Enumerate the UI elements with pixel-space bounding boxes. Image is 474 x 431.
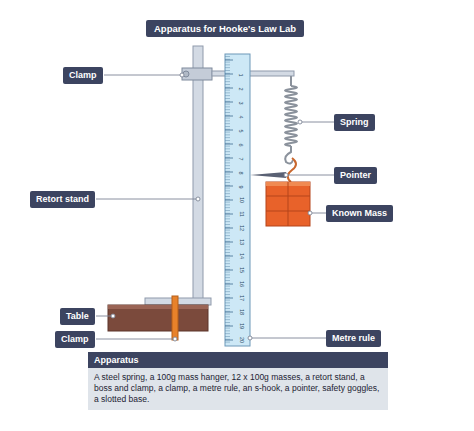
label-text: Clamp xyxy=(69,70,97,80)
scale-number: 7 xyxy=(238,157,244,160)
metre-rule xyxy=(225,54,250,346)
scale-number: 6 xyxy=(238,143,244,146)
spring xyxy=(285,76,297,164)
scale-number: 20 xyxy=(239,337,245,343)
scale-number: 12 xyxy=(239,225,245,231)
label-text: Table xyxy=(66,311,89,321)
scale-number: 19 xyxy=(239,323,245,329)
table xyxy=(108,305,208,331)
scale-number: 2 xyxy=(238,87,244,90)
panel-heading: Apparatus xyxy=(88,352,388,368)
panel-body: A steel spring, a 100g mass hanger, 12 x… xyxy=(88,368,388,410)
part-label: Spring xyxy=(334,114,375,131)
title-banner: Apparatus for Hooke's Law Lab xyxy=(146,20,304,37)
scale-number: 13 xyxy=(239,239,245,245)
part-label: Clamp xyxy=(55,331,95,348)
scale-number: 14 xyxy=(239,253,245,259)
table-clamp xyxy=(172,296,178,340)
s-hook xyxy=(288,158,296,182)
part-label: Retort stand xyxy=(30,191,95,208)
scale-number: 4 xyxy=(238,115,244,118)
scale-number: 17 xyxy=(239,295,245,301)
scale-number: 3 xyxy=(238,101,244,104)
label-text: Pointer xyxy=(340,170,371,180)
scale-number: 16 xyxy=(239,281,245,287)
label-text: Spring xyxy=(340,117,369,127)
apparatus-panel: ApparatusA steel spring, a 100g mass han… xyxy=(88,352,388,410)
pointer xyxy=(250,172,286,178)
scale-number: 18 xyxy=(239,309,245,315)
boss-clamp xyxy=(182,68,212,80)
leader-lines xyxy=(96,73,334,341)
scale-number: 1 xyxy=(238,73,244,76)
label-text: Retort stand xyxy=(36,194,89,204)
clamp-arm xyxy=(212,71,294,76)
part-label: Table xyxy=(60,308,95,325)
scale-number: 10 xyxy=(239,197,245,203)
scale-number: 15 xyxy=(239,267,245,273)
scale-number: 5 xyxy=(238,129,244,132)
part-label: Pointer xyxy=(334,167,377,184)
scale-number: 11 xyxy=(239,211,245,217)
part-label: Metre rule xyxy=(326,330,381,347)
known-mass xyxy=(266,182,310,226)
label-text: Clamp xyxy=(61,334,89,344)
label-text: Known Mass xyxy=(332,208,387,218)
part-label: Known Mass xyxy=(326,205,393,222)
scale-number: 9 xyxy=(238,185,244,188)
retort-rod xyxy=(193,46,203,304)
scale-number: 8 xyxy=(238,171,244,174)
label-text: Metre rule xyxy=(332,333,375,343)
part-label: Clamp xyxy=(63,67,103,84)
